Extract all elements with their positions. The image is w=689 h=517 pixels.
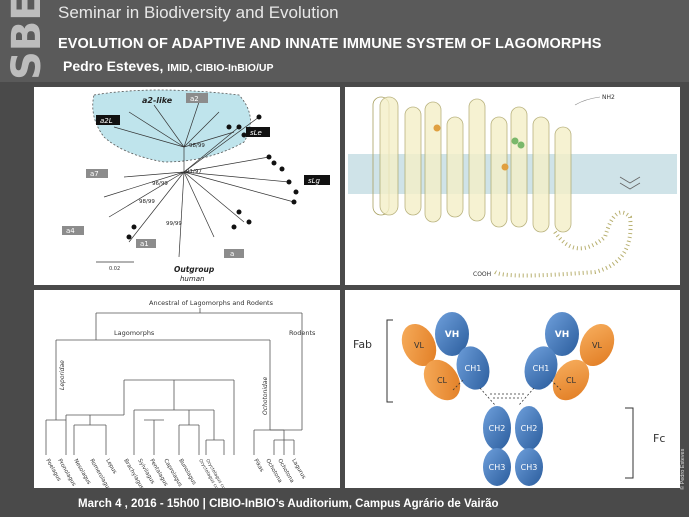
c-terminus-label: COOH [473,271,491,278]
event-details: March 4 , 2016 - 15h00 | CIBIO-InBIO’s A… [78,498,499,510]
support-value-1: 98/99 [189,143,205,149]
antibody-diagram: Fab Fc VL CL VH CH1 VL CL VH [353,312,665,486]
cl-left [423,359,461,401]
tree-label-a1: a1 [140,240,149,248]
receptor-topology-panel: NH2 COOH [345,87,680,285]
support-value-3: 96/99 [152,181,168,187]
tree-label-a2l: a2L [100,117,113,125]
tree-label-a4: a4 [66,227,75,235]
tree-label-a2: a2 [190,95,199,103]
ch3-right-label: CH3 [521,463,538,472]
talk-title: EVOLUTION OF ADAPTIVE AND INNATE IMMUNE … [58,36,602,52]
vl-left [401,323,437,367]
copyright-notice: © Pedro Esteves [680,448,686,490]
sbe-logo: SBE [4,0,46,80]
cl-right-label: CL [566,376,577,385]
tree-label-a: a [230,250,234,258]
vh-left [435,312,469,356]
speaker: Pedro Esteves, IMID, CIBIO-InBIO/UP [63,58,273,74]
tree-label-a2like: a2-like [142,96,173,105]
vh-right [545,312,579,356]
clade-lagomorphs: Lagomorphs [114,329,155,337]
phylogenetic-tree: a2-like a2 a2L sLe sLg a7 a4 a1 a Outgro… [62,89,330,283]
vl-right [579,323,615,367]
tree-human-label: human [180,275,204,283]
ch1-right-label: CH1 [533,364,550,373]
clade-rodents: Rodents [289,329,316,337]
vl-left-label: VL [414,341,424,350]
ch3-right [515,448,543,486]
cl-right [552,359,590,401]
support-value-4: 98/99 [139,199,155,205]
vh-right-label: VH [555,330,570,340]
ch2-right [515,406,543,450]
footer-bar: March 4 , 2016 - 15h00 | CIBIO-InBIO’s A… [0,495,689,517]
tree-outgroup-label: Outgroup [174,265,215,274]
tree-label-sle: sLe [250,129,262,137]
cl-left-label: CL [437,376,448,385]
logo-text: SBE [4,0,46,80]
ch2-left-label: CH2 [489,424,506,433]
tree-scale-label: 0.02 [109,266,120,272]
family-ochotonidae: Ochotonidae [262,377,269,415]
seminar-series-title: Seminar in Biodiversity and Evolution [58,3,339,22]
speaker-affiliation: IMID, CIBIO-InBIO/UP [167,62,274,74]
tree-label-slg: sLg [308,177,321,185]
ch3-left-label: CH3 [489,463,506,472]
ch1-left-label: CH1 [465,364,482,373]
ch1-right [524,346,558,390]
phylogenetic-tree-panel: a2-like a2 a2L sLe sLg a7 a4 a1 a Outgro… [34,87,340,285]
lagomorph-phylogeny: Ancestral of Lagomorphs and Rodents Lago… [44,299,316,488]
tree-label-a7: a7 [90,170,99,178]
ch2-left [483,406,511,450]
ch3-left [483,448,511,486]
vh-left-label: VH [445,330,460,340]
support-value-5: 99/99 [166,221,182,227]
fab-label: Fab [353,338,372,351]
vl-right-label: VL [592,341,602,350]
ch2-right-label: CH2 [521,424,538,433]
support-value-2: 91/97 [186,169,202,175]
antibody-structure-panel: Fab Fc VL CL VH CH1 VL CL VH [345,290,680,488]
taxon-13: Pikas [252,458,264,473]
taxon-5: Lepus [104,458,117,475]
root-label: Ancestral of Lagomorphs and Rodents [149,299,274,307]
speaker-name: Pedro Esteves, [63,58,164,74]
receptor-topology-diagram: NH2 COOH [348,94,677,278]
n-terminus-label: NH2 [602,94,615,101]
ch1-left [456,346,490,390]
lagomorph-phylogeny-panel: Ancestral of Lagomorphs and Rodents Lago… [34,290,340,488]
fc-label: Fc [653,432,665,445]
family-leporidae: Leporidae [59,360,66,390]
header-bar: SBE Seminar in Biodiversity and Evolutio… [0,0,689,82]
